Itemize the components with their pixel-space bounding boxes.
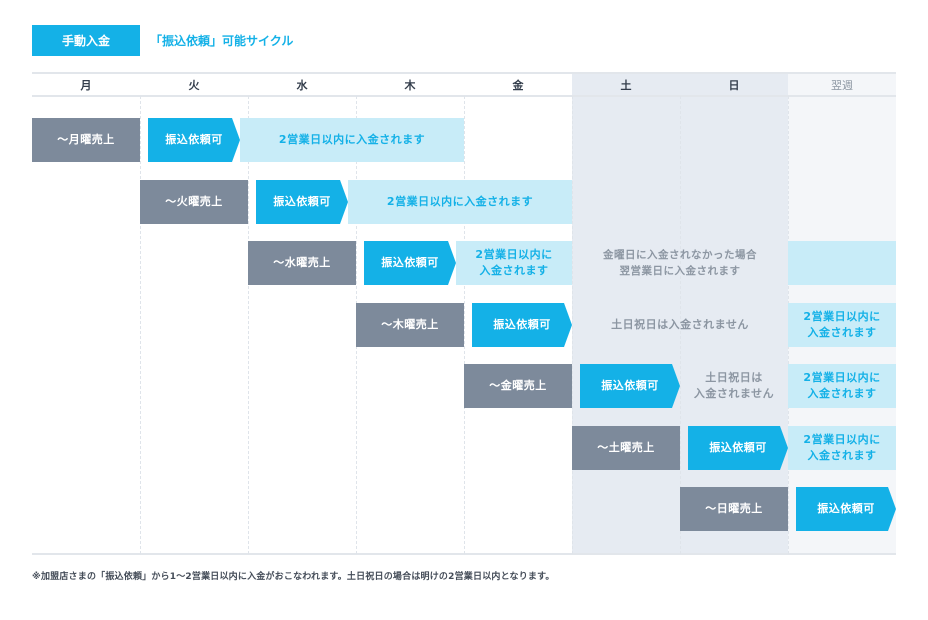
day-header-fri: 金: [512, 78, 524, 92]
column-divider: [680, 96, 681, 554]
transfer-request-arrow-mon: 振込依頼可: [148, 118, 240, 162]
sales-bar-sat: ～土曜売上: [572, 426, 680, 470]
deposit-bar-fri: 2営業日以内に 入金されます: [788, 364, 896, 408]
day-header-mon: 月: [80, 78, 92, 92]
deposit-bar-sat: 2営業日以内に 入金されます: [788, 426, 896, 470]
sales-bar-fri: ～金曜売上: [464, 364, 572, 408]
sales-bar-thu: ～木曜売上: [356, 303, 464, 347]
transfer-request-arrow-sun: 振込依頼可: [796, 487, 896, 531]
column-divider: [464, 96, 465, 554]
day-header-thu: 木: [404, 78, 416, 92]
transfer-request-arrow-fri: 振込依頼可: [580, 364, 680, 408]
day-header-wed: 水: [296, 78, 308, 92]
deposit-bar-wed: 2営業日以内に 入金されます: [456, 241, 572, 285]
manual-deposit-tag: 手動入金: [32, 25, 140, 56]
day-header-sat: 土: [620, 78, 632, 92]
deposit-bar-thu: 2営業日以内に 入金されます: [788, 303, 896, 347]
deposit-bar-mon: 2営業日以内に入金されます: [240, 118, 464, 162]
footer-line: [32, 553, 896, 555]
column-divider: [572, 96, 573, 554]
day-header-sun: 日: [728, 78, 740, 92]
diagram-title: 「振込依頼」可能サイクル: [150, 34, 294, 48]
header-top-line: [32, 72, 896, 74]
footnote: ※加盟店さまの「振込依頼」から1～2営業日以内に入金がおこなわれます。土日祝日の…: [32, 572, 555, 582]
sales-bar-mon: ～月曜売上: [32, 118, 140, 162]
weekend-note-thu: 土日祝日は入金されません: [611, 318, 749, 331]
weekend-note-wed: 金曜日に入金されなかった場合 翌営業日に入金されます: [603, 249, 757, 277]
transfer-request-arrow-thu: 振込依頼可: [472, 303, 572, 347]
sales-bar-wed: ～水曜売上: [248, 241, 356, 285]
transfer-request-arrow-wed: 振込依頼可: [364, 241, 456, 285]
day-header-next-week: 翌週: [831, 78, 853, 92]
deposit-bar-wed-next: [788, 241, 896, 285]
column-divider: [140, 96, 141, 554]
column-divider: [248, 96, 249, 554]
sales-bar-sun: ～日曜売上: [680, 487, 788, 531]
transfer-request-arrow-tue: 振込依頼可: [256, 180, 348, 224]
transfer-request-arrow-sat: 振込依頼可: [688, 426, 788, 470]
day-header-tue: 火: [188, 78, 200, 92]
sales-bar-tue: ～火曜売上: [140, 180, 248, 224]
weekend-note-fri: 土日祝日は 入金されません: [693, 371, 775, 400]
deposit-bar-tue: 2営業日以内に入金されます: [348, 180, 572, 224]
